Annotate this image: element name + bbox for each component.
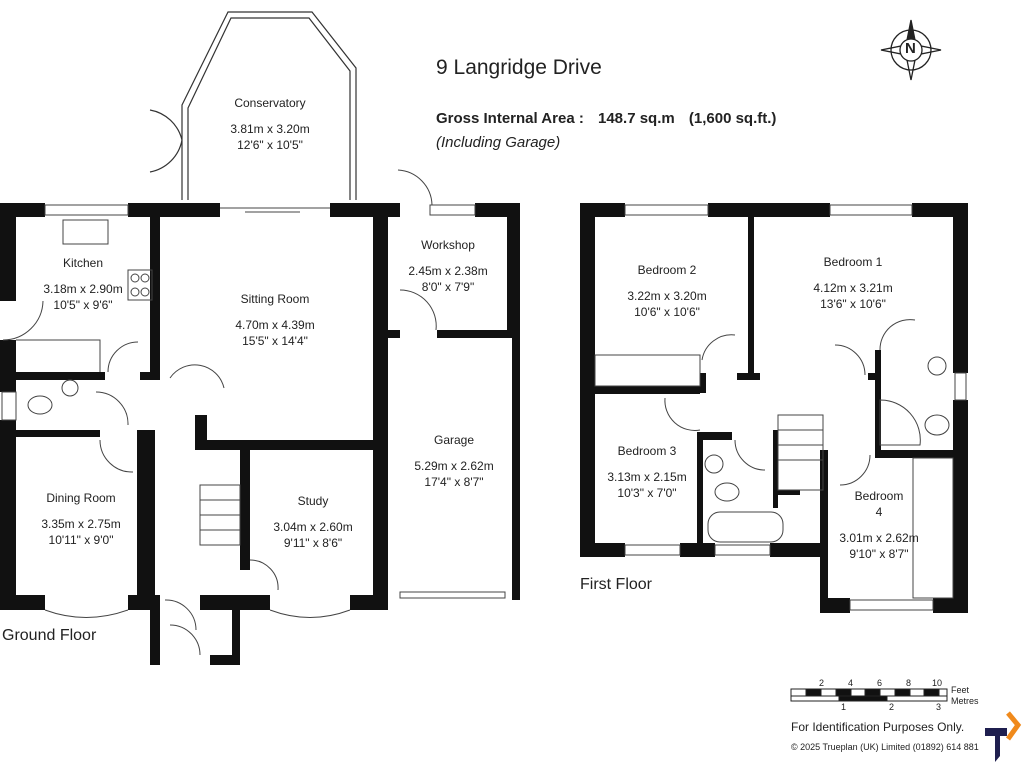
first-floor-walls	[580, 203, 968, 613]
scale-bar	[790, 688, 948, 702]
room-bedroom-3: Bedroom 3 3.13m x 2.15m 10'3" x 7'0"	[607, 443, 686, 501]
room-imperial: 9'11" x 8'6"	[283, 536, 343, 550]
first-floor-label: First Floor	[580, 576, 652, 593]
room-imperial: 10'11" x 9'0"	[48, 533, 114, 547]
room-sitting-room: Sitting Room 4.70m x 4.39m 15'5" x 14'4"	[235, 291, 314, 349]
gia-sqm: 148.7 sq.m	[598, 110, 675, 127]
gia-sqft: (1,600 sq.ft.)	[688, 110, 777, 127]
room-metric: 3.04m x 2.60m	[273, 520, 353, 534]
metre-tick: 3	[936, 702, 942, 712]
room-name: Study	[297, 494, 329, 508]
room-conservatory: Conservatory 3.81m x 3.20m 12'6" x 10'5"	[230, 95, 309, 153]
room-bedroom-4: Bedroom 4 3.01m x 2.62m 9'10" x 8'7"	[839, 488, 918, 562]
room-workshop: Workshop 2.45m x 2.38m 8'0" x 7'9"	[408, 237, 487, 295]
feet-label: Feet	[951, 685, 970, 695]
room-bedroom-1: Bedroom 1 4.12m x 3.21m 13'6" x 10'6"	[813, 254, 892, 312]
room-kitchen: Kitchen 3.18m x 2.90m 10'5" x 9'6"	[43, 255, 122, 313]
feet-tick: 2	[819, 678, 825, 688]
room-name: Bedroom 2	[637, 263, 697, 277]
room-metric: 3.13m x 2.15m	[607, 470, 687, 484]
room-metric: 3.81m x 3.20m	[230, 122, 310, 136]
room-name: Dining Room	[46, 491, 116, 505]
ground-floor-label: Ground Floor	[2, 627, 97, 644]
metres-label: Metres	[951, 696, 979, 706]
property-title: 9 Langridge Drive	[436, 56, 602, 79]
room-dining-room: Dining Room 3.35m x 2.75m 10'11" x 9'0"	[41, 490, 120, 548]
room-bedroom-2: Bedroom 2 3.22m x 3.20m 10'6" x 10'6"	[627, 262, 706, 320]
compass-north-label: N	[905, 40, 916, 57]
room-metric: 2.45m x 2.38m	[408, 264, 488, 278]
room-imperial: 10'3" x 7'0"	[617, 486, 677, 500]
room-name: Bedroom	[854, 489, 904, 503]
trueplan-logo	[985, 711, 1022, 762]
room-metric: 4.12m x 3.21m	[813, 281, 893, 295]
room-name: Kitchen	[62, 256, 104, 270]
compass-icon	[880, 19, 942, 81]
feet-tick: 6	[877, 678, 883, 688]
room-name: Bedroom 1	[823, 255, 883, 269]
feet-tick: 4	[848, 678, 854, 688]
room-imperial: 13'6" x 10'6"	[820, 297, 886, 311]
copyright: © 2025 Trueplan (UK) Limited (01892) 614…	[791, 742, 979, 752]
room-imperial: 10'5" x 9'6"	[53, 298, 113, 312]
room-metric: 3.18m x 2.90m	[43, 282, 123, 296]
room-imperial: 8'0" x 7'9"	[421, 280, 475, 294]
gia-label: Gross Internal Area :	[436, 110, 584, 127]
room-name: Garage	[433, 433, 475, 447]
room-garage: Garage 5.29m x 2.62m 17'4" x 8'7"	[414, 432, 493, 490]
metre-tick: 1	[841, 702, 847, 712]
feet-tick: 8	[906, 678, 912, 688]
room-name-line2: 4	[875, 505, 883, 519]
gross-internal-area: Gross Internal Area : 148.7 sq.m (1,600 …	[436, 110, 786, 127]
ground-floor-fixtures	[1, 169, 506, 656]
room-imperial: 10'6" x 10'6"	[634, 305, 700, 319]
room-name: Conservatory	[234, 96, 306, 110]
room-metric: 3.01m x 2.62m	[839, 531, 919, 545]
gia-note: (Including Garage)	[436, 134, 561, 151]
ground-floor-walls	[0, 203, 520, 665]
room-metric: 3.35m x 2.75m	[41, 517, 121, 531]
room-name: Workshop	[421, 238, 475, 252]
room-imperial: 17'4" x 8'7"	[424, 475, 484, 489]
room-metric: 3.22m x 3.20m	[627, 289, 707, 303]
room-metric: 5.29m x 2.62m	[414, 459, 494, 473]
conservatory-outline	[149, 11, 357, 200]
room-imperial: 15'5" x 14'4"	[242, 334, 308, 348]
room-study: Study 3.04m x 2.60m 9'11" x 8'6"	[273, 493, 352, 551]
room-name: Sitting Room	[240, 292, 310, 306]
metre-tick: 2	[889, 702, 895, 712]
room-imperial: 12'6" x 10'5"	[237, 138, 303, 152]
disclaimer: For Identification Purposes Only.	[791, 720, 965, 734]
room-imperial: 9'10" x 8'7"	[849, 547, 909, 561]
room-metric: 4.70m x 4.39m	[235, 318, 315, 332]
room-name: Bedroom 3	[617, 444, 677, 458]
feet-tick: 10	[932, 678, 943, 688]
first-floor-fixtures	[594, 204, 967, 611]
